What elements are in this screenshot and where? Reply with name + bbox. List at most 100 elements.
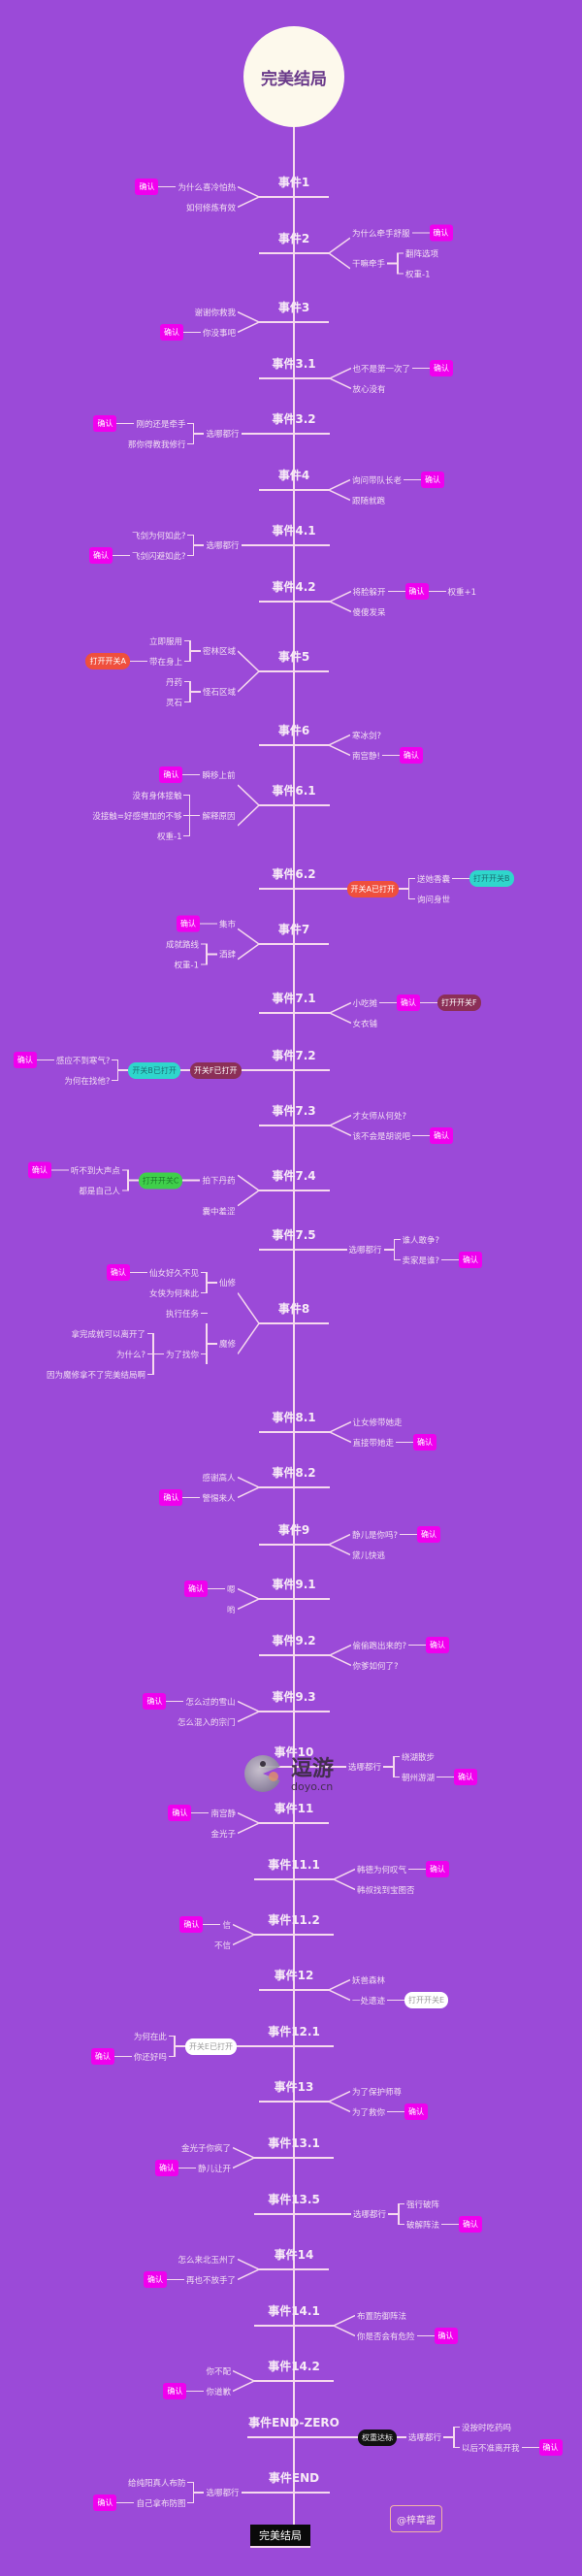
option-label[interactable]: 你爹如何了?	[352, 1661, 399, 1672]
option-label[interactable]: 谁人敢争?	[402, 1235, 440, 1246]
confirm-button[interactable]: 确认	[430, 1127, 454, 1144]
option-label[interactable]: 让女修带她走	[352, 1418, 403, 1428]
option-label[interactable]: 嗯	[226, 1584, 236, 1595]
option-label[interactable]: 女侠为何来此	[148, 1288, 199, 1299]
option-label[interactable]: 黛儿快逃	[352, 1550, 386, 1561]
option-label[interactable]: 信	[222, 1920, 231, 1931]
option-label[interactable]: 布置防御阵法	[357, 2311, 407, 2322]
option-label[interactable]: 你道歉	[206, 2387, 231, 2397]
option-label[interactable]: 为什么喜冷怕热	[178, 182, 236, 193]
option-label[interactable]: 跟随就跑	[352, 496, 386, 506]
option-label[interactable]: 小吃摊	[352, 998, 378, 1009]
confirm-button[interactable]: 确认	[93, 2494, 117, 2511]
option-label[interactable]: 女衣铺	[352, 1019, 378, 1029]
option-label[interactable]: 为何在找他?	[64, 1076, 111, 1087]
option-label[interactable]: 干嘛牵手	[352, 259, 386, 270]
confirm-button[interactable]: 确认	[179, 1916, 204, 1933]
confirm-button[interactable]: 确认	[176, 915, 200, 932]
option-label[interactable]: 询问身世	[416, 895, 450, 905]
confirm-button[interactable]: 确认	[413, 1434, 437, 1451]
option-label[interactable]: 卖家是谁?	[402, 1255, 440, 1266]
option-label[interactable]: 将脸躲开	[352, 587, 386, 598]
option-label[interactable]: 金光子你疯了	[180, 2143, 231, 2154]
option-label[interactable]: 一处遗迹	[352, 1996, 386, 2006]
option-label[interactable]: 静儿让开	[197, 2164, 231, 2174]
confirm-button[interactable]: 确认	[417, 1526, 441, 1543]
confirm-button[interactable]: 确认	[90, 2048, 114, 2065]
option-label[interactable]: 酒肆	[218, 950, 236, 961]
option-label[interactable]: 妖兽森林	[352, 1975, 386, 1986]
option-label[interactable]: 静儿是你吗?	[352, 1530, 399, 1541]
option-label[interactable]: 询问带队长老	[352, 475, 403, 486]
confirm-button[interactable]: 确认	[429, 224, 453, 242]
confirm-button[interactable]: 确认	[163, 2383, 187, 2399]
confirm-button[interactable]: 确认	[27, 1161, 51, 1179]
option-label[interactable]: 囊中羞涩	[202, 1207, 236, 1217]
confirm-button[interactable]: 确认	[399, 747, 423, 764]
option-label[interactable]: 拿完成就可以离开了	[71, 1329, 146, 1340]
confirm-button[interactable]: 确认	[421, 472, 445, 488]
option-label[interactable]: 感应不到寒气?	[55, 1056, 111, 1066]
option-label[interactable]: 韩叔找到宝图否	[357, 1885, 415, 1896]
option-label[interactable]: 因为魔修拿不了完美结局啊	[46, 1370, 146, 1381]
option-label[interactable]: 韩德为何叹气	[357, 1865, 407, 1875]
option-label[interactable]: 偷偷跑出来的?	[352, 1641, 407, 1651]
confirm-button[interactable]: 确认	[183, 1581, 208, 1597]
option-label[interactable]: 朝州游湖	[402, 1773, 436, 1783]
option-label[interactable]: 你没事吧	[202, 328, 236, 339]
confirm-button[interactable]: 确认	[88, 547, 113, 564]
option-label[interactable]: 翻阵选项	[405, 249, 439, 259]
option-label[interactable]: 魔修	[218, 1340, 236, 1350]
option-label[interactable]: 没接触=好感增加的不够	[92, 811, 182, 822]
confirm-button[interactable]: 确认	[426, 1637, 450, 1653]
option-label[interactable]: 放心没有	[352, 384, 386, 395]
option-label[interactable]: 仙女好久不见	[148, 1268, 199, 1279]
option-label[interactable]: 南宫静	[210, 1809, 236, 1819]
option-label[interactable]: 你是否会有危险	[357, 2331, 415, 2342]
option-label[interactable]: 执行任务	[165, 1309, 199, 1320]
option-label[interactable]: 没有身体接触	[132, 791, 182, 801]
option-label[interactable]: 为了找你	[165, 1350, 199, 1360]
option-label[interactable]: 瞬移上前	[202, 770, 236, 781]
option-label[interactable]: 直接带她走	[352, 1438, 395, 1449]
option-label[interactable]: 拍下丹药	[202, 1176, 236, 1187]
confirm-button[interactable]: 确认	[397, 995, 421, 1011]
option-label[interactable]: 权重-1	[405, 270, 431, 279]
option-label[interactable]: 强行破阵	[406, 2200, 440, 2210]
option-label[interactable]: 丹药	[165, 677, 182, 688]
option-label[interactable]: 权重-1	[157, 831, 182, 842]
option-label[interactable]: 为了救你	[352, 2107, 386, 2118]
confirm-button[interactable]: 确认	[159, 1489, 183, 1506]
confirm-button[interactable]: 确认	[154, 2160, 178, 2176]
confirm-button[interactable]: 确认	[159, 324, 183, 341]
option-label[interactable]: 那你得教我修行	[127, 440, 186, 450]
option-label[interactable]: 选哪都行	[206, 430, 240, 440]
option-label[interactable]: 才女师从何处?	[352, 1111, 407, 1122]
option-label[interactable]: 成就路线	[165, 940, 199, 950]
option-label[interactable]: 傻傻发呆	[352, 607, 386, 618]
confirm-button[interactable]: 确认	[538, 2439, 563, 2456]
option-label[interactable]: 该不会是胡说吧	[352, 1131, 411, 1142]
option-label[interactable]: 立即服用	[148, 636, 182, 647]
option-label[interactable]: 为什么牵手舒服	[352, 229, 410, 239]
option-label[interactable]: 破解阵法	[406, 2220, 440, 2231]
confirm-button[interactable]: 确认	[404, 583, 429, 600]
confirm-button[interactable]: 确认	[459, 2216, 483, 2233]
option-label[interactable]: 解释原因	[202, 811, 236, 822]
option-label[interactable]: 送她香囊	[416, 874, 450, 885]
option-label[interactable]: 没按时吃药吗	[462, 2423, 512, 2433]
option-label[interactable]: 如何修炼有效	[185, 203, 236, 213]
confirm-button[interactable]: 确认	[93, 415, 117, 432]
confirm-button[interactable]: 确认	[430, 360, 454, 376]
option-label[interactable]: 为了保护师尊	[352, 2087, 403, 2098]
confirm-button[interactable]: 确认	[106, 1264, 130, 1281]
option-label[interactable]: 选哪都行	[206, 541, 240, 551]
option-label[interactable]: 南宫静!	[352, 751, 380, 762]
option-label[interactable]: 带在身上	[148, 657, 182, 668]
option-label[interactable]: 怎么来北玉州了	[178, 2255, 236, 2266]
confirm-button[interactable]: 确认	[404, 2103, 429, 2120]
option-label[interactable]: 也不是第一次了	[352, 364, 411, 375]
option-label[interactable]: 怎么过的雪山	[185, 1697, 236, 1708]
option-label[interactable]: 集市	[218, 920, 236, 929]
confirm-button[interactable]: 确认	[159, 766, 183, 783]
